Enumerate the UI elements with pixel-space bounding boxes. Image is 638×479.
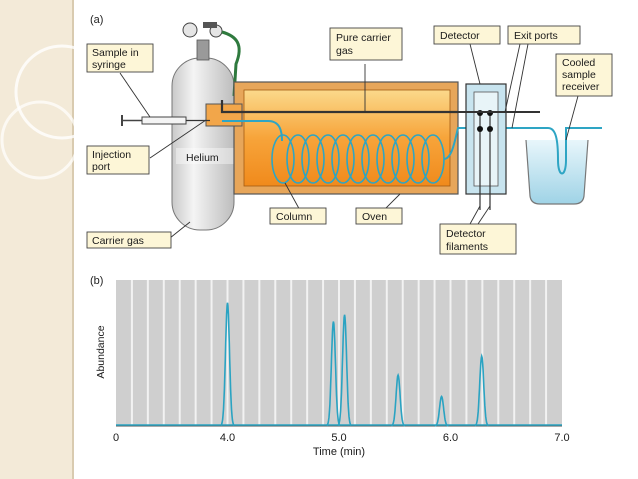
x-tick-label: 4.0	[220, 432, 235, 444]
label-detector-filaments: Detector filaments	[439, 223, 517, 255]
chromatogram-peak	[434, 395, 449, 427]
svg-text:Detector: Detector	[446, 228, 486, 240]
label-sample-in-syringe: Sample in syringe	[86, 43, 154, 73]
svg-text:gas: gas	[336, 45, 353, 57]
svg-text:Column: Column	[276, 211, 312, 223]
svg-text:receiver: receiver	[562, 81, 600, 93]
chromatogram-peaks	[116, 302, 562, 427]
y-axis-label: Abundance	[95, 325, 107, 378]
pressure-gauge-icon	[182, 22, 198, 38]
slide-decoration	[0, 0, 110, 479]
x-tick-labels: 0 4.0 5.0 6.0 7.0	[113, 432, 570, 444]
detector	[458, 83, 540, 210]
helium-label: Helium	[186, 152, 219, 164]
label-pure-carrier-gas: Pure carrier gas	[329, 27, 403, 61]
x-tick-label: 6.0	[443, 432, 458, 444]
svg-text:Exit ports: Exit ports	[514, 30, 558, 42]
x-tick-label: 0	[113, 432, 119, 444]
panel-a-diagram: (a) Helium	[86, 14, 613, 255]
panel-b-chromatogram: (b) 0 4.0 5.0 6.0 7.0 Abundance Time (min)	[90, 275, 570, 458]
grid-lines	[130, 280, 548, 426]
x-tick-label: 7.0	[554, 432, 569, 444]
label-carrier-gas: Carrier gas	[86, 231, 172, 249]
label-oven: Oven	[355, 207, 403, 225]
svg-text:Detector: Detector	[440, 30, 480, 42]
panel-a-tag: (a)	[90, 14, 103, 26]
label-detector: Detector	[433, 25, 501, 45]
label-column: Column	[269, 207, 327, 225]
chromatogram-peak	[220, 302, 235, 427]
label-injection-port: Injection port	[86, 145, 150, 175]
svg-text:Oven: Oven	[362, 211, 387, 223]
panel-b-tag: (b)	[90, 275, 103, 287]
chromatogram-peak	[326, 321, 341, 427]
helium-tank: Helium	[171, 22, 241, 231]
svg-text:port: port	[92, 161, 110, 173]
chromatogram-peak	[337, 314, 352, 427]
svg-text:Cooled: Cooled	[562, 57, 595, 69]
column-coils	[271, 134, 445, 184]
chromatogram-peak	[391, 372, 406, 427]
svg-text:Carrier gas: Carrier gas	[92, 235, 144, 247]
svg-text:syringe: syringe	[92, 59, 126, 71]
label-exit-ports: Exit ports	[507, 25, 581, 45]
cooled-sample-receiver	[525, 127, 602, 205]
chromatogram-peak	[474, 353, 489, 427]
x-axis-label: Time (min)	[313, 446, 365, 458]
injection-port-block	[205, 103, 243, 127]
svg-text:filaments: filaments	[446, 241, 488, 253]
svg-text:Injection: Injection	[92, 149, 131, 161]
x-tick-label: 5.0	[331, 432, 346, 444]
svg-text:Pure carrier: Pure carrier	[336, 32, 391, 44]
svg-text:Sample in: Sample in	[92, 47, 139, 59]
label-cooled-sample-receiver: Cooled sample receiver	[555, 53, 613, 97]
oven	[205, 81, 530, 195]
svg-text:sample: sample	[562, 69, 596, 81]
